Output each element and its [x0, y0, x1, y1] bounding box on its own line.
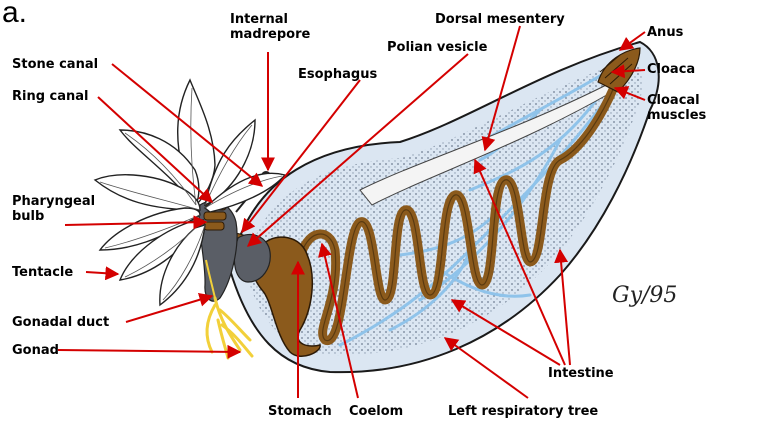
panel-letter: a. — [2, 0, 28, 29]
label-ring-canal: Ring canal — [12, 89, 89, 104]
label-internal-madrepore: Internal madrepore — [230, 12, 311, 42]
label-anus: Anus — [647, 25, 684, 40]
tentacle-crown — [93, 78, 287, 307]
artist-signature: Gy/95 — [612, 283, 678, 308]
label-left-respiratory-tree: Left respiratory tree — [448, 404, 599, 419]
intestine-outline — [299, 84, 616, 341]
label-esophagus: Esophagus — [298, 67, 378, 82]
label-polian-vesicle: Polian vesicle — [387, 40, 488, 55]
gonad — [205, 296, 254, 360]
label-dorsal-mesentery: Dorsal mesentery — [435, 12, 565, 27]
gonadal-duct — [205, 259, 216, 299]
label-coelom: Coelom — [349, 404, 404, 419]
tentacle-veins — [99, 87, 283, 301]
label-pharyngeal-bulb: Pharyngeal bulb — [12, 194, 96, 224]
label-gonadal-duct: Gonadal duct — [12, 315, 110, 330]
label-cloaca: Cloaca — [647, 62, 696, 77]
label-stomach: Stomach — [268, 404, 332, 419]
label-stone-canal: Stone canal — [12, 57, 99, 72]
label-tentacle: Tentacle — [12, 265, 74, 280]
label-cloacal-muscles: Cloacal muscles — [647, 93, 707, 123]
label-intestine: Intestine — [548, 366, 614, 381]
label-gonad: Gonad — [12, 343, 59, 358]
leader-lines — [57, 25, 646, 399]
